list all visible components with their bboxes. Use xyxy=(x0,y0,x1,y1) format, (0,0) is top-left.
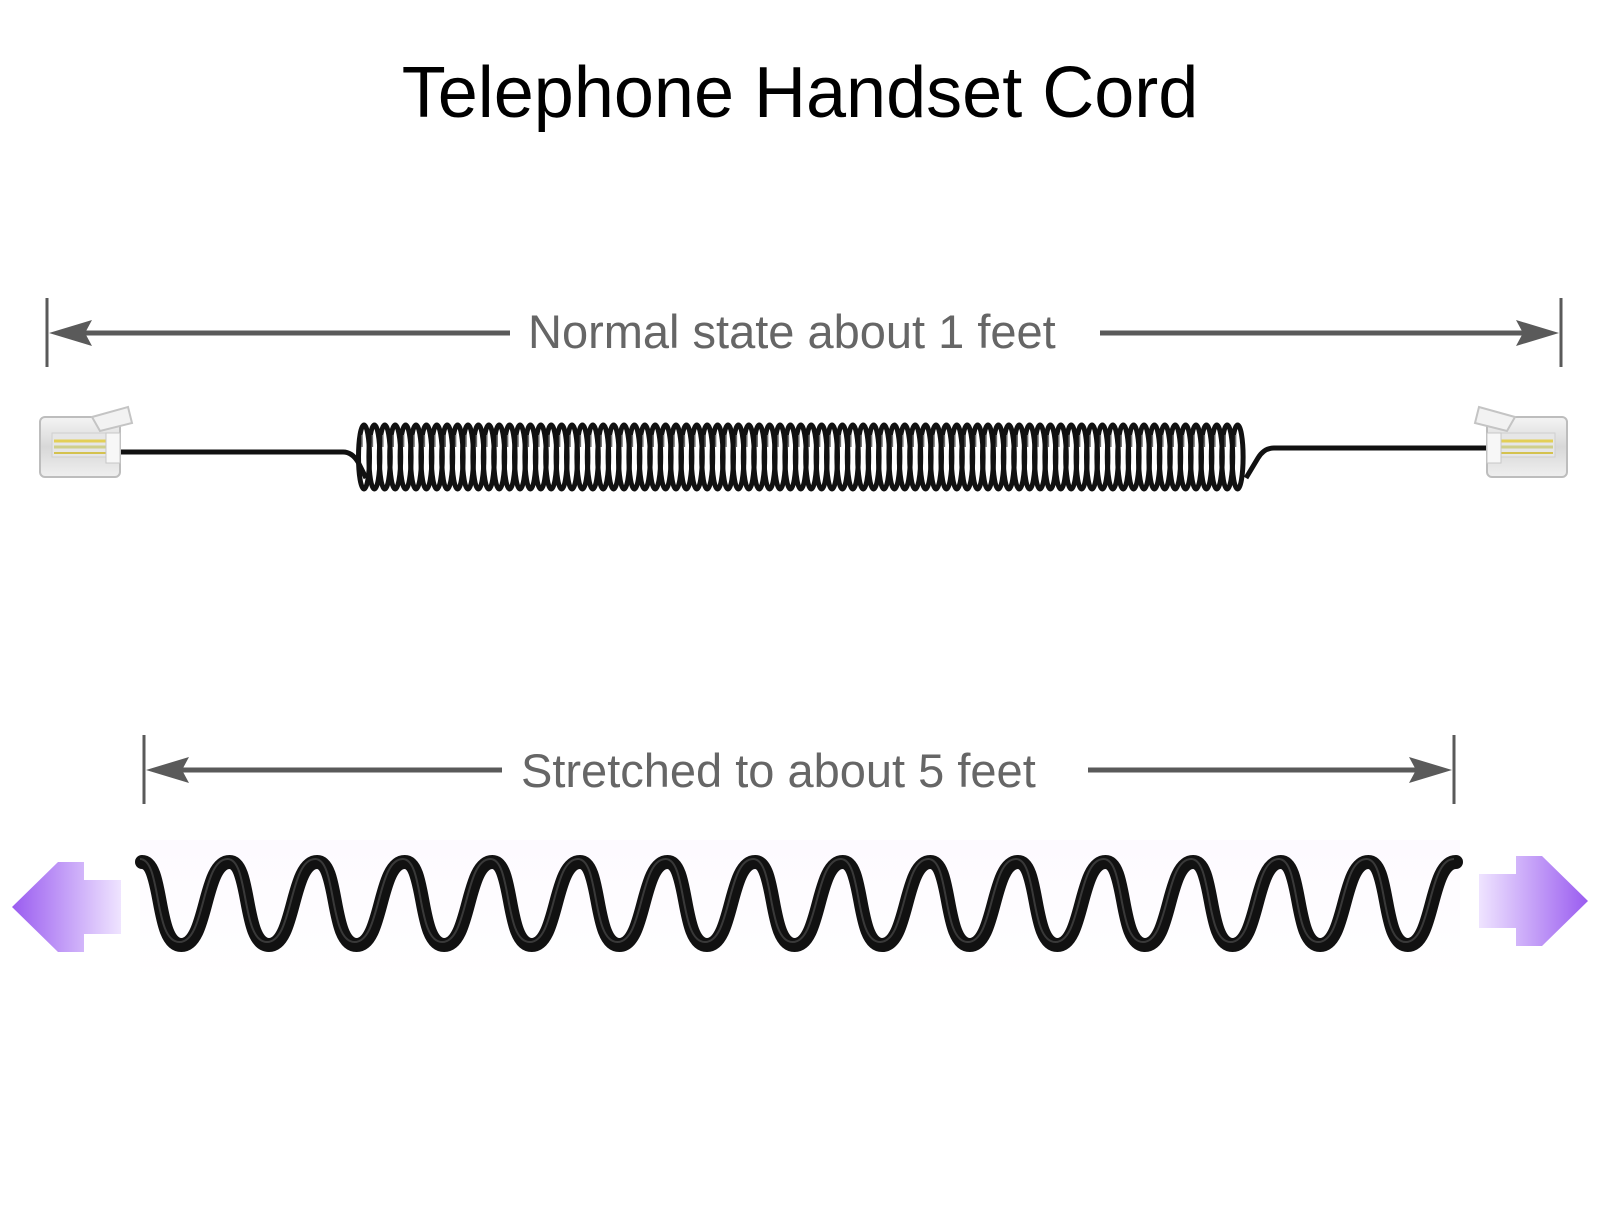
rj-connector-right-icon xyxy=(1473,405,1568,478)
page-title: Telephone Handset Cord xyxy=(401,53,1199,133)
cord-coil xyxy=(356,422,1246,492)
coil-loop xyxy=(1229,422,1246,492)
arrowhead-left-icon xyxy=(146,757,189,783)
spiral-path xyxy=(135,854,1463,953)
arrowhead-right-icon xyxy=(1516,320,1559,346)
stretch-arrow-left-icon xyxy=(12,862,121,952)
coiled-cord xyxy=(115,422,1487,492)
arrowhead-left-icon xyxy=(49,320,92,346)
stretched-length-label: Stretched to about 5 feet xyxy=(521,744,1036,797)
stretched-dimension-line xyxy=(142,735,1456,804)
cord-lead-right xyxy=(1243,445,1487,480)
stretched-cord xyxy=(135,854,1463,953)
spiral-highlight xyxy=(139,857,1455,944)
stretched-cord-backdrop xyxy=(140,840,1460,980)
rj-connector-left-icon xyxy=(39,405,134,478)
arrowhead-right-icon xyxy=(1409,757,1452,783)
cord-lead-left xyxy=(115,449,369,480)
stretch-arrow-right-icon xyxy=(1479,856,1588,946)
normal-dimension-line xyxy=(45,298,1563,367)
normal-length-label: Normal state about 1 feet xyxy=(528,305,1056,358)
